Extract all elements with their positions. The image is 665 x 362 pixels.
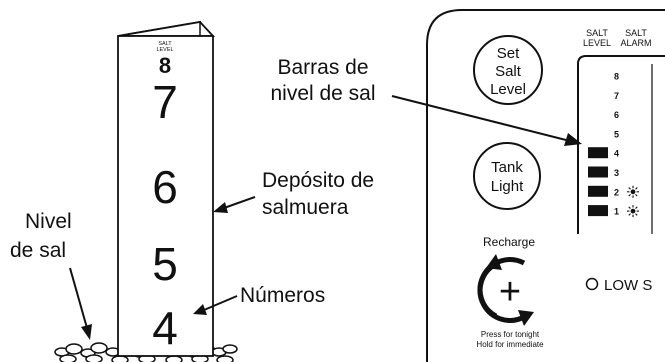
callout-tank-arrow (213, 196, 256, 213)
alarm-sun-icon-2 (627, 185, 639, 198)
callout-numbers: Números (240, 284, 325, 307)
level-row-label-6: 6 (614, 110, 619, 120)
alarm-sun-icon-1 (627, 205, 639, 218)
tank-light-button[interactable]: Tank Light (473, 142, 541, 210)
low-salt-label: LOW S (604, 277, 652, 294)
salt-alarm-header-line2: ALARM (620, 38, 651, 48)
callout-bars-line1: Barras de (277, 56, 368, 79)
salt-alarm-header-line1: SALT (625, 28, 647, 38)
level-bar-3 (588, 166, 608, 178)
salt-level-header-line1: SALT (586, 28, 608, 38)
recharge-label: Recharge (483, 235, 535, 249)
level-row-label-7: 7 (614, 91, 619, 101)
callout-tank-line1: Depósito de (262, 169, 374, 192)
salt-level-header-line2: LEVEL (583, 38, 611, 48)
level-bar-1 (588, 205, 608, 217)
recharge-hint-line1: Press for tonight (481, 330, 540, 339)
callout-tank-line2: salmuera (262, 196, 349, 219)
set-salt-level-label-line3: Level (490, 81, 526, 98)
level-row-label-1: 1 (614, 207, 619, 217)
low-salt-indicator: LOW S (585, 277, 652, 294)
recharge-hint-line2: Hold for immediate (476, 340, 544, 349)
tank-light-label-line1: Tank (491, 159, 523, 176)
level-display-frame (577, 55, 665, 234)
brine-tank-tube (117, 20, 216, 357)
level-row-label-2: 2 (614, 187, 619, 197)
level-bar-2 (588, 185, 608, 197)
callout-salt-level-line1: Nivel (25, 210, 72, 233)
tube-salt-caption: SALT (158, 41, 172, 47)
level-bar-rows: 8 7 6 5 4 3 2 1 (588, 72, 639, 218)
tube-number-5: 5 (152, 238, 178, 290)
level-row-label-4: 4 (614, 149, 619, 159)
recharge-button[interactable]: + (477, 254, 539, 326)
level-row-label-8: 8 (614, 72, 619, 82)
level-row-label-3: 3 (614, 168, 619, 178)
set-salt-level-label-line1: Set (497, 45, 520, 62)
set-salt-level-button[interactable]: Set Salt Level (473, 35, 543, 105)
tube-number-8: 8 (159, 53, 171, 78)
tube-number-6: 6 (152, 161, 178, 213)
tube-level-caption: LEVEL (156, 47, 173, 53)
callout-salt-level-arrow (69, 267, 92, 340)
callout-bars-line2: nivel de sal (270, 82, 375, 105)
level-bar-4 (588, 147, 608, 159)
callout-numbers-arrow (193, 295, 238, 315)
recharge-plus-icon: + (499, 271, 521, 313)
tube-number-7: 7 (152, 76, 178, 128)
level-row-label-5: 5 (614, 129, 619, 139)
set-salt-level-label-line2: Salt (495, 63, 522, 80)
callout-bars-arrow (391, 95, 582, 146)
control-panel-outline (426, 9, 665, 362)
tank-light-label-line2: Light (491, 178, 524, 195)
tube-number-4: 4 (152, 302, 178, 354)
callout-salt-level-line2: de sal (10, 239, 66, 262)
